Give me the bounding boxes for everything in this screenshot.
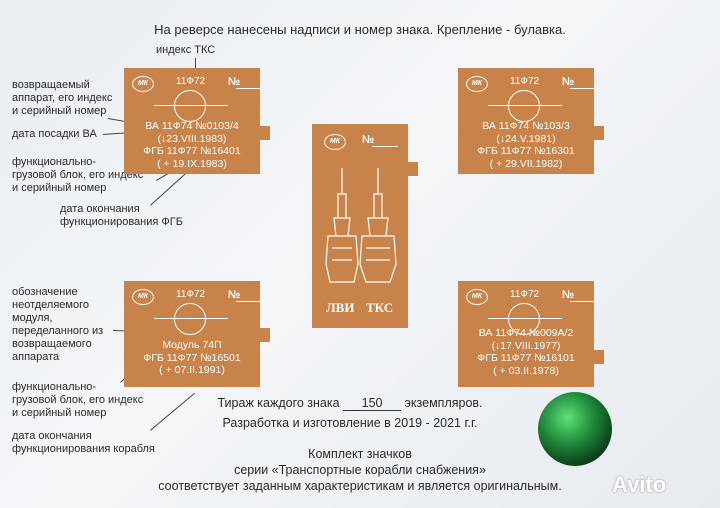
badge-number-label: №: [562, 76, 575, 88]
mk-logo-icon: МК: [466, 76, 488, 92]
mk-logo-icon: МК: [466, 289, 488, 305]
badge-body: ВА 11Ф74 №009А/2 (↓17.VIII.1977) ФГБ 11Ф…: [477, 327, 575, 377]
callout-landing-date: дата посадки ВА: [12, 128, 97, 140]
center-label-lvi: ЛВИ: [326, 300, 355, 315]
callout-fgb: функционально- грузовой блок, его индекс…: [12, 156, 144, 194]
callout-returned-apparatus: возвращаемый аппарат, его индекс и серий…: [12, 79, 113, 117]
mk-logo-icon: МК: [324, 134, 346, 150]
badge-number-label: №: [228, 76, 241, 88]
badge-bottom-right: МК 11Ф72 № ВА 11Ф74 №009А/2 (↓17.VIII.19…: [458, 281, 596, 387]
badge-body: Модуль 74П ФГБ 11Ф77 №16501 ( + 07.II.19…: [143, 339, 241, 376]
badge-number-label: №: [228, 289, 241, 301]
badge-number-label: №: [562, 289, 575, 301]
callout-fgb2: функционально- грузовой блок, его индекс…: [12, 381, 144, 419]
callout-index-tks: индекс ТКС: [156, 44, 216, 56]
callout-ship-end: дата окончания функционирования корабля: [12, 430, 155, 455]
callout-fgb-end: дата окончания функционирования ФГБ: [60, 203, 183, 228]
badge-index: 11Ф72: [176, 289, 206, 300]
edition-value: 150: [343, 396, 402, 411]
edition-line: Тираж каждого знака 150 экземпляров.: [217, 396, 483, 411]
avito-watermark: Avito: [612, 472, 667, 497]
spacecraft-icon: [325, 168, 397, 283]
badge-top-left: МК 11Ф72 № ВА 11Ф74 №0103/4 (↓23.VIII.19…: [124, 68, 262, 174]
badge-index: 11Ф72: [176, 76, 206, 87]
set-description: Комплект значков серии «Транспортные кор…: [158, 447, 562, 493]
badge-center: МК № ЛВИ ТКС: [312, 124, 408, 328]
center-label-tks: ТКС: [366, 300, 394, 315]
header-text: На реверсе нанесены надписи и номер знак…: [154, 22, 566, 37]
badge-top-right: МК 11Ф72 № ВА 11Ф74 №103/3 (↓24.V.1981) …: [458, 68, 596, 174]
mk-logo-icon: МК: [132, 289, 154, 305]
development-line: Разработка и изготовление в 2019 - 2021 …: [222, 416, 478, 430]
badge-body: ВА 11Ф74 №0103/4 (↓23.VIII.1983) ФГБ 11Ф…: [143, 120, 241, 170]
badge-index: 11Ф72: [510, 76, 540, 87]
badge-index: 11Ф72: [510, 289, 540, 300]
badge-number-label: №: [362, 134, 375, 146]
callout-module-desc: обозначение неотделяемого модуля, переде…: [12, 286, 104, 363]
mk-logo-icon: МК: [132, 76, 154, 92]
hologram-sticker: [538, 392, 612, 466]
badge-bottom-left: МК 11Ф72 № Модуль 74П ФГБ 11Ф77 №16501 (…: [124, 281, 262, 387]
badge-body: ВА 11Ф74 №103/3 (↓24.V.1981) ФГБ 11Ф77 №…: [477, 120, 575, 170]
